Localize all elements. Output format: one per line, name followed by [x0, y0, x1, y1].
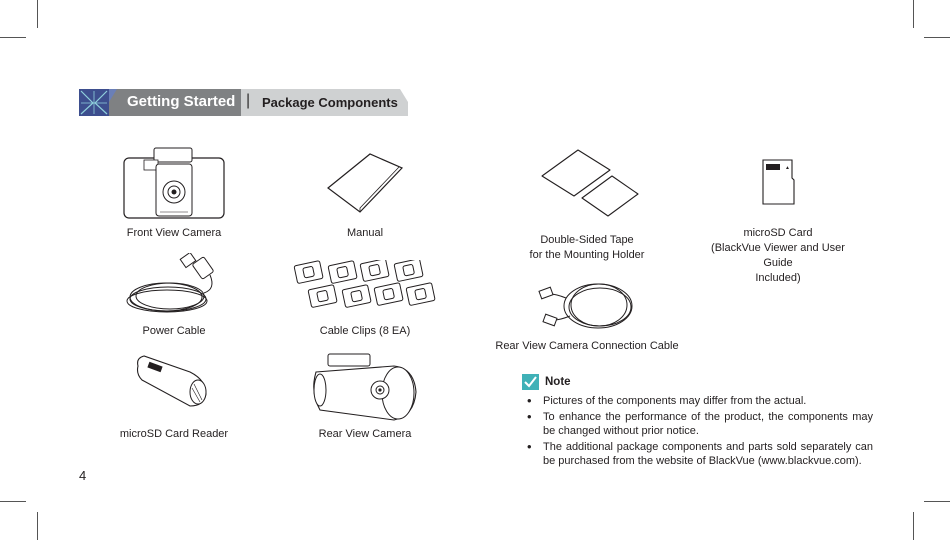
cable-clips-illustration [293, 260, 436, 308]
caption-microsd: microSD Card (BlackVue Viewer and User G… [698, 226, 858, 286]
crop-mark [0, 37, 26, 38]
note-item-text: Pictures of the components may differ fr… [543, 395, 807, 407]
note-item: • The additional package components and p… [527, 438, 873, 469]
caption-tape-line2: for the Mounting Holder [529, 249, 645, 261]
header-title: Getting Started [127, 93, 236, 110]
crop-mark [0, 501, 26, 502]
card-reader-illustration [136, 355, 207, 407]
caption-rear-cable: Rear View Camera Connection Cable [495, 340, 679, 352]
caption-microsd-line2: (BlackVue Viewer and User Guide [711, 242, 845, 269]
caption-tape-line1: Double-Sided Tape [540, 234, 634, 246]
microsd-card-illustration: ▲ [762, 159, 795, 205]
caption-manual: Manual [346, 227, 384, 239]
caption-rear-camera: Rear View Camera [318, 428, 412, 440]
note-item: • To enhance the performance of the produ… [527, 408, 873, 439]
power-cable-illustration [126, 253, 214, 313]
bullet-icon: • [527, 408, 532, 424]
note-item-text: The additional package components and pa… [543, 440, 873, 468]
bullet-icon: • [527, 393, 532, 408]
note-item: • Pictures of the components may differ f… [527, 393, 873, 409]
note-item-text: To enhance the performance of the produc… [543, 410, 873, 438]
svg-text:▲: ▲ [785, 165, 790, 171]
header-subtitle: Package Components [262, 95, 398, 110]
double-sided-tape-illustration [541, 149, 639, 217]
crop-mark [924, 37, 950, 38]
page-number: 4 [79, 468, 87, 483]
header-separator: | [246, 92, 251, 109]
caption-front-camera: Front View Camera [126, 227, 222, 239]
caption-card-reader: microSD Card Reader [119, 428, 229, 440]
front-camera-illustration [123, 147, 225, 219]
rear-camera-illustration [313, 353, 417, 421]
caption-tape: Double-Sided Tape for the Mounting Holde… [507, 233, 667, 263]
rear-cable-illustration [538, 283, 633, 329]
checkmark-icon [522, 373, 539, 390]
crop-mark [37, 512, 38, 540]
bullet-icon: • [527, 438, 532, 454]
crop-mark [37, 0, 38, 28]
caption-microsd-line1: microSD Card [743, 227, 813, 239]
note-list: • Pictures of the components may differ f… [527, 393, 873, 470]
crop-mark [913, 512, 914, 540]
caption-microsd-line3: Included) [755, 272, 801, 284]
caption-cable-clips: Cable Clips (8 EA) [319, 325, 411, 337]
caption-power-cable: Power Cable [142, 325, 206, 337]
note-title: Note [545, 375, 571, 388]
note-heading: Note [522, 373, 571, 390]
crop-mark [913, 0, 914, 28]
manual-illustration [327, 153, 404, 213]
header-bar-shape [79, 89, 408, 116]
section-header: Getting Started | Package Components [79, 89, 408, 116]
crop-mark [924, 501, 950, 502]
